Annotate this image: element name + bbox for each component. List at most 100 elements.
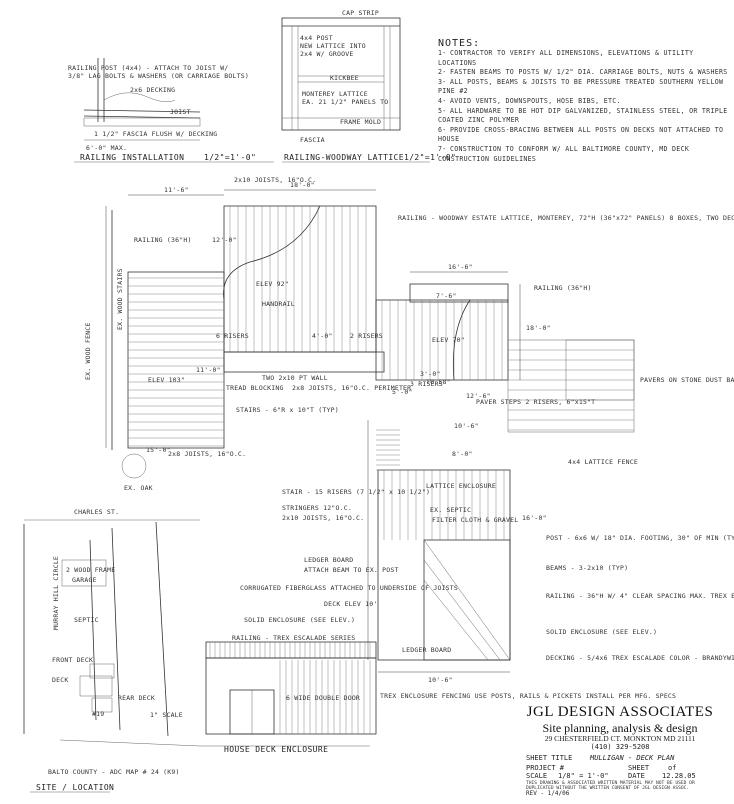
dim-11-0: 11'-0"	[196, 366, 221, 374]
plan-label-2-risers: 2 RISERS	[350, 332, 383, 340]
center-deck-joists	[381, 300, 503, 380]
dim-15-0: 15'-0"	[146, 446, 171, 454]
dim-8-0: 8'-0"	[452, 450, 473, 458]
dimension-lines	[105, 189, 521, 673]
plan-label-decking: DECKING - 5/4x6 TREX ESCALADE COLOR - BR…	[546, 654, 734, 662]
notes: NOTES: 1-CONTRACTOR TO VERIFY ALL DIMENS…	[438, 38, 728, 164]
site-label-adc: BALTO COUNTY - ADC MAP # 24 (K9)	[48, 768, 180, 776]
site-label-murray: MURRAY HILL CIRCLE	[52, 556, 60, 630]
plan-label-lattice-fence: 4x4 LATTICE FENCE	[568, 458, 638, 466]
walkway-outline	[223, 351, 385, 373]
revision: REV - 1/4/06	[526, 790, 570, 797]
project-label: PROJECT #	[526, 764, 564, 772]
plan-label-pavers: PAVERS ON STONE DUST BASE	[640, 376, 734, 384]
plan-label-deck-elev: DECK ELEV 10'	[324, 600, 377, 608]
lattice-label-2: 4x4 POST	[300, 34, 333, 42]
dim-12-0: 12'-0"	[212, 236, 237, 244]
plan-label-2x10-lower: 2x10 JOISTS, 16"O.C.	[282, 514, 364, 522]
plan-label-filter-cloth: FILTER CLOTH & GRAVEL	[432, 516, 518, 524]
note-item: 1-CONTRACTOR TO VERIFY ALL DIMENSIONS, E…	[438, 49, 694, 67]
lattice-label-4: 2x4 W/ GROOVE	[300, 50, 353, 58]
plan-label-tread-blocking: TREAD BLOCKING	[226, 384, 284, 392]
plan-label-lattice-railing: RAILING - WOODWAY ESTATE LATTICE, MONTER…	[398, 214, 734, 222]
plan-label-ledger-board-2: LEDGER BOARD	[402, 646, 451, 654]
firm-phone: (410) 329-5208	[590, 743, 650, 751]
scale-value: 1/8" = 1'-0"	[558, 772, 609, 780]
lattice-label-3: NEW LATTICE INTO	[300, 42, 366, 50]
plan-label-solid-enclosure-left: SOLID ENCLOSURE (SEE ELEV.)	[244, 616, 355, 624]
dim-11-6: 11'-6"	[164, 186, 189, 194]
lattice-label-5: KICKBEE	[330, 74, 359, 82]
lower-deck-enclosure	[423, 539, 511, 661]
plan-label-stairs: STAIRS - 6"R x 10"T (TYP)	[236, 406, 339, 414]
railing-installation-detail: RAILING POST (4x4) - ATTACH TO JOIST W/ …	[68, 58, 274, 163]
site-label-garage: GARAGE	[72, 576, 97, 584]
firm-address: 29 CHESTERFIELD CT. MONKTON MD 21111	[544, 734, 696, 743]
site-location-plan: CHARLES ST. MURRAY HILL CIRCLE BALTO COU…	[23, 508, 201, 793]
plan-label-ex-septic: EX. SEPTIC	[430, 506, 471, 514]
upper-deck-curve	[223, 205, 321, 301]
date-value: 12.28.05	[662, 772, 696, 780]
dim-16-6: 16'-6"	[448, 263, 473, 271]
railing-inst-title: RAILING INSTALLATION	[80, 153, 184, 162]
dim-5-0: 5'-0"	[392, 388, 413, 396]
note-item: 4-AVOID VENTS, DOWNSPOUTS, HOSE BIBS, ET…	[438, 96, 621, 105]
lower-deck-joists	[383, 470, 505, 540]
site-label-front-deck: FRONT DECK	[52, 656, 93, 664]
lattice-label-7: EA. 21 1/2" PANELS TO	[302, 98, 388, 106]
firm-tagline: Site planning, analysis & design	[542, 721, 698, 735]
dim-18-0: 18'-0"	[290, 181, 315, 189]
firm-name: JGL DESIGN ASSOCIATES	[526, 704, 714, 720]
lattice-label-9: FASCIA	[300, 136, 325, 144]
site-label-wood-frame: 2 WOOD FRAME	[66, 566, 115, 574]
site-label-house-num: #19	[92, 710, 104, 718]
railing-inst-label-6: 6'-0" MAX.	[86, 144, 127, 152]
railing-pickets	[209, 642, 371, 658]
paver-patio	[507, 339, 635, 433]
stair-treads	[376, 429, 400, 471]
notes-title: NOTES:	[438, 38, 481, 49]
note-item: 6-PROVIDE CROSS-BRACING BETWEEN ALL POST…	[438, 125, 724, 144]
railing-inst-label-3: 2x6 DECKING	[130, 86, 175, 94]
enclosure-siding	[279, 660, 371, 734]
plan-label-handrail: HANDRAIL	[262, 300, 295, 308]
lower-deck-outline	[377, 469, 511, 661]
site-label-septic: SEPTIC	[74, 616, 99, 624]
upper-deck-outline	[223, 205, 377, 353]
plan-label-post: POST - 6x6 W/ 18" DIA. FOOTING, 30" OF M…	[546, 534, 734, 542]
notes-list: 1-CONTRACTOR TO VERIFY ALL DIMENSIONS, E…	[438, 49, 728, 164]
plan-label-elev-103: ELEV 103"	[148, 376, 185, 384]
railing-inst-label-5: 1 1/2" FASCIA FLUSH W/ DECKING	[94, 130, 217, 138]
plan-label-ex-stairs: EX. WOOD STAIRS	[116, 268, 124, 330]
plan-label-railing-left: RAILING (36"H)	[134, 236, 192, 244]
plan-label-ex-fence: EX. WOOD FENCE	[84, 322, 92, 380]
elev-label-fencing: TREX ENCLOSURE FENCING USE POSTS, RAILS …	[380, 692, 676, 700]
dim-7-6: 7'-6"	[436, 292, 457, 300]
paver-courses	[508, 349, 634, 431]
lattice-label-8: FRAME MOLD	[340, 118, 381, 126]
sheet-label: SHEET	[628, 764, 650, 772]
site-label-scale: 1" SCALE	[150, 711, 183, 719]
elev-title: HOUSE DECK ENCLOSURE	[224, 745, 328, 754]
date-label: DATE	[628, 772, 645, 780]
dim-12-6: 12'-6"	[466, 392, 491, 400]
disclaimer: THIS DRAWING & ASSOCIATED WRITTEN MATERI…	[526, 781, 695, 792]
railing-inst-label-1: RAILING POST (4x4) - ATTACH TO JOIST W/	[68, 64, 228, 72]
note-item: 3-ALL POSTS, BEAMS & JOISTS TO BE PRESSU…	[438, 77, 724, 96]
railing-inst-label-2: 3/8" LAG BOLTS & WASHERS (OR CARRIAGE BO…	[68, 72, 249, 80]
plan-label-railing-trex: RAILING - 36"H W/ 4" CLEAR SPACING MAX. …	[546, 592, 734, 600]
plan-label-ex-oak: EX. OAK	[124, 484, 153, 492]
lattice-title: RAILING-WOODWAY LATTICE	[284, 153, 404, 162]
lattice-label-1: CAP STRIP	[342, 9, 379, 17]
plan-label-2x8-perimeter: 2x8 JOISTS, 16"O.C. PERIMETER	[292, 384, 411, 392]
lattice-label-6: MONTEREY LATTICE	[302, 90, 368, 98]
plan-label-elev-70: ELEV 70"	[432, 336, 465, 344]
sheet-title-label: SHEET TITLE	[526, 754, 573, 762]
dim-16-0: 16'-0"	[522, 514, 547, 522]
upper-deck-joists	[229, 206, 367, 352]
sheet-title-value: MULLIGAN - DECK PLAN	[590, 754, 675, 762]
left-deck-joists	[128, 277, 224, 447]
railing-inst-label-4: JOIST	[170, 108, 191, 116]
